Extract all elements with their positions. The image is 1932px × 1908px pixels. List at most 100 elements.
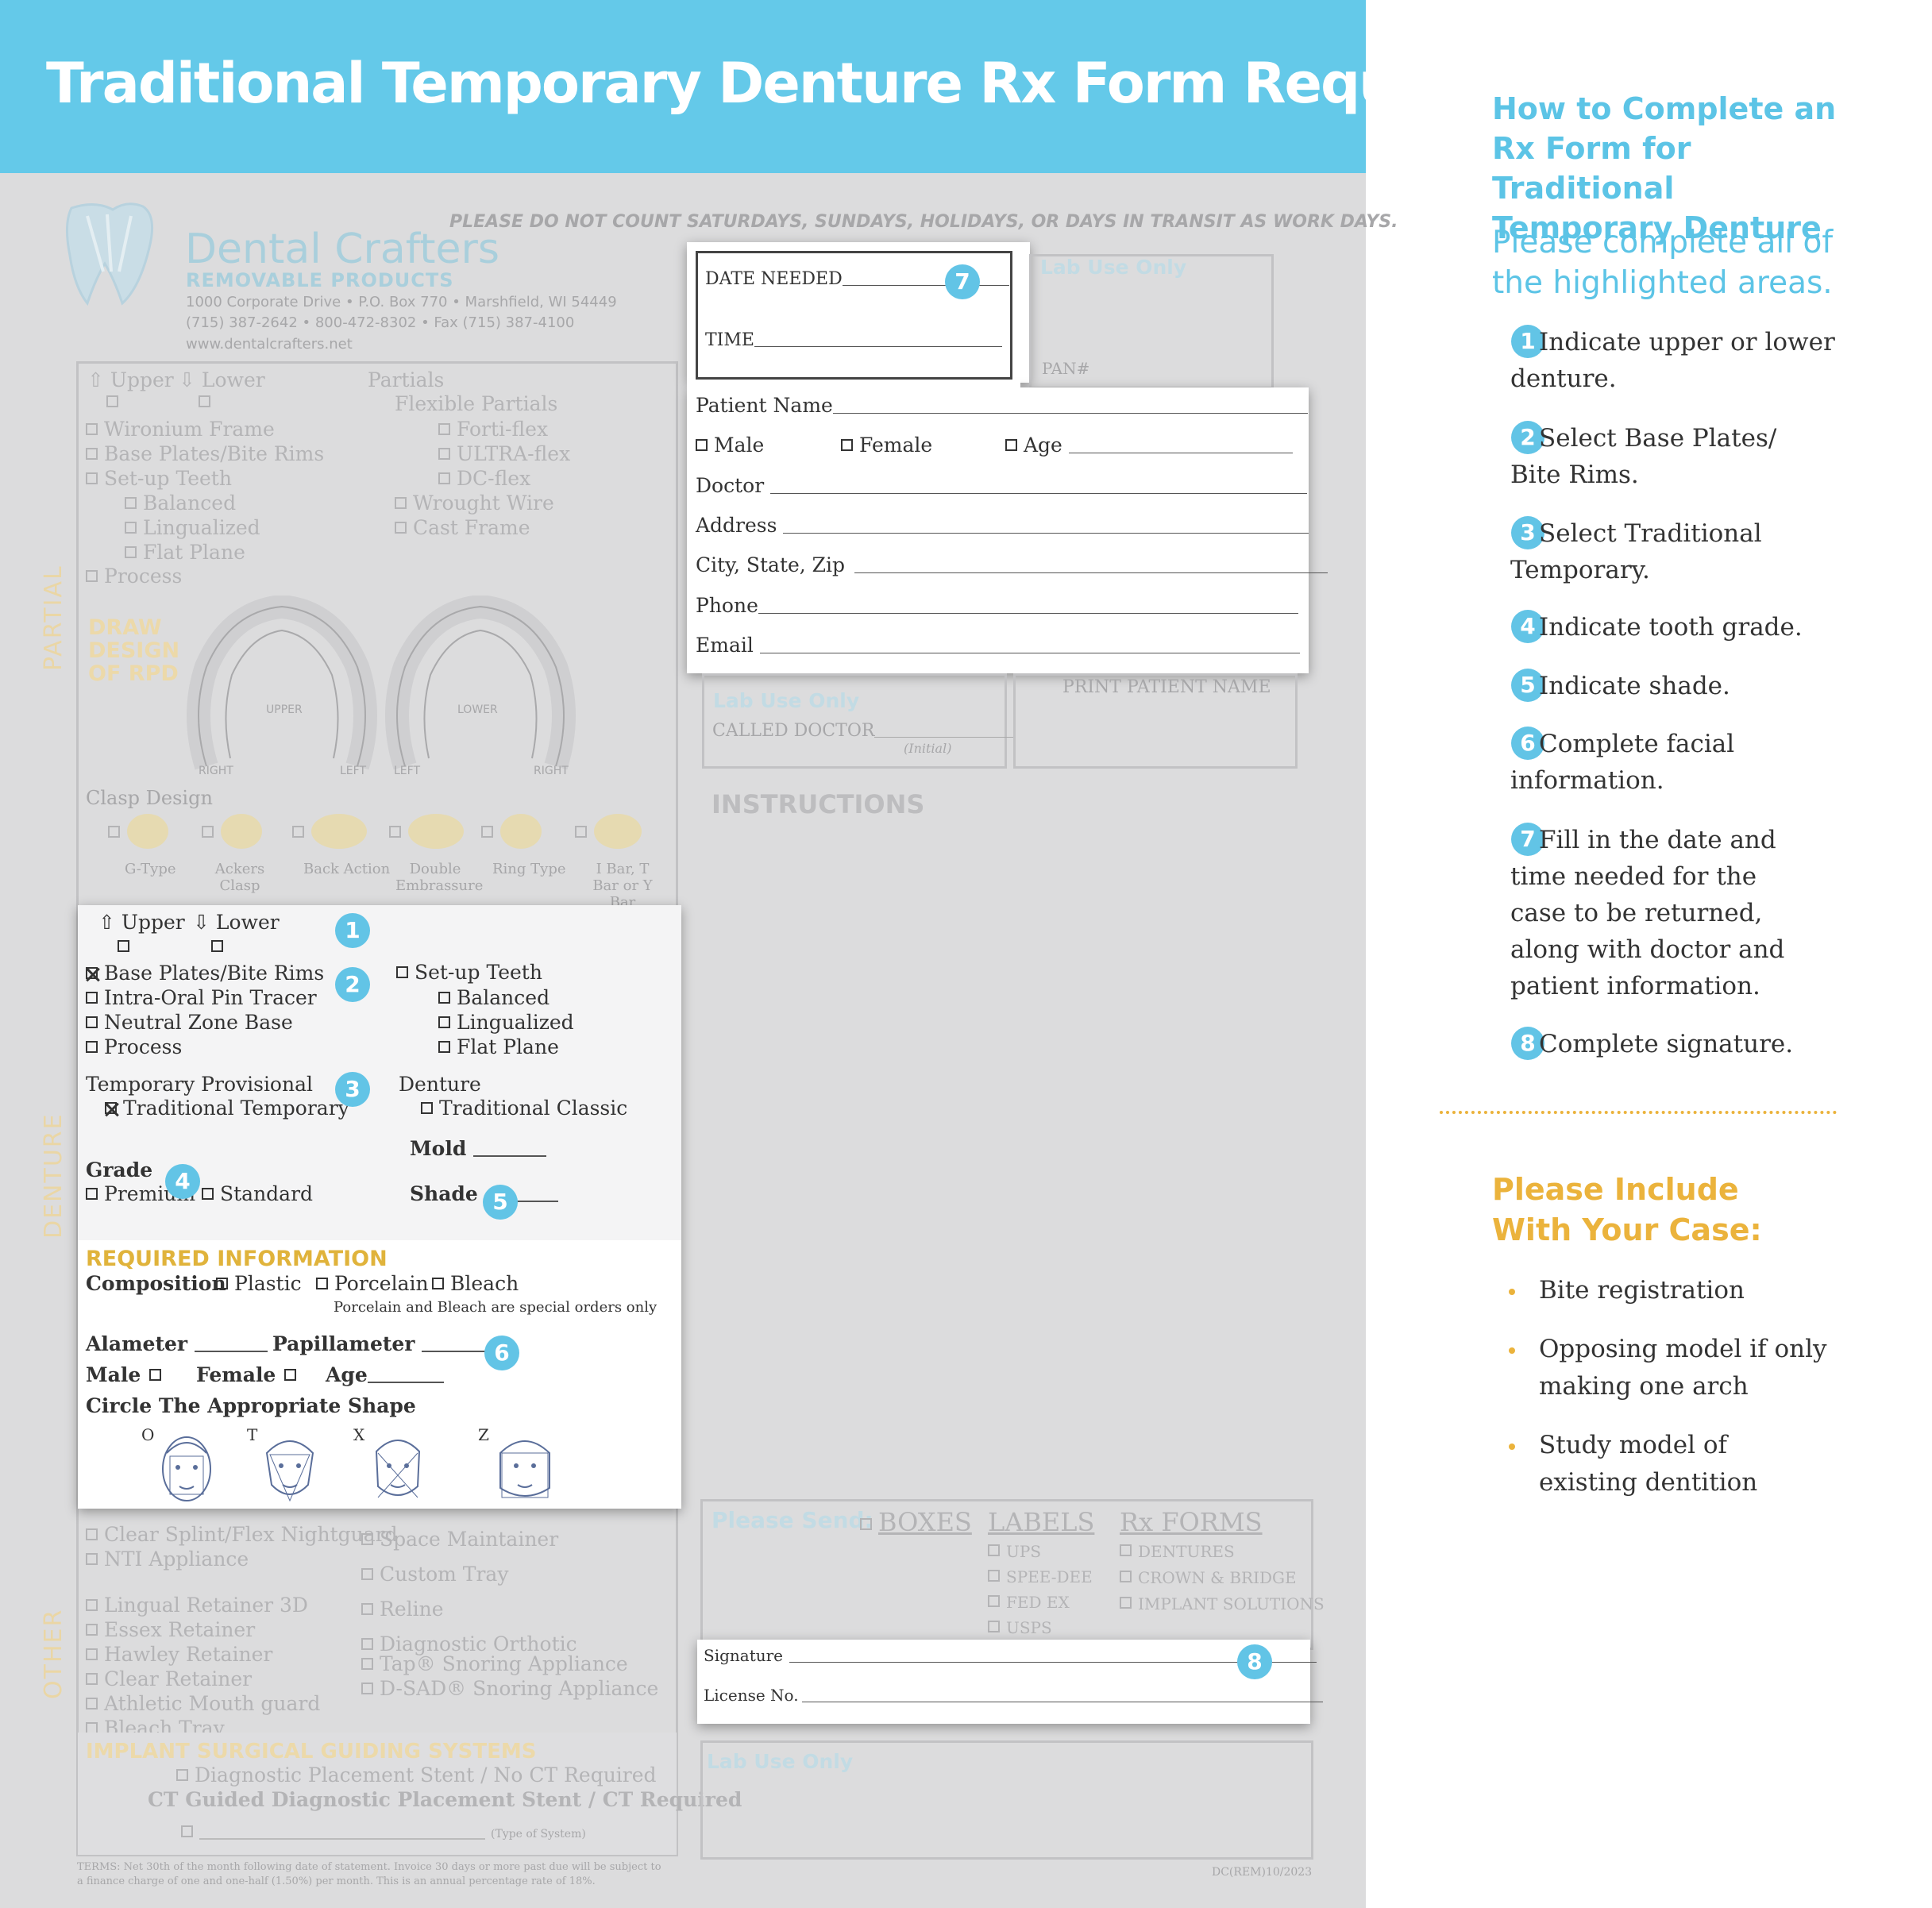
- list-item[interactable]: Tap® Snoring Appliance: [361, 1652, 658, 1676]
- list-item[interactable]: Base Plates/Bite Rims: [86, 441, 324, 466]
- denture-upper-checkbox[interactable]: [118, 940, 129, 952]
- list-item[interactable]: Wironium Frame: [86, 417, 324, 441]
- lab-use-label: Lab Use Only: [1040, 256, 1187, 279]
- list-item[interactable]: Clear Retainer: [86, 1667, 398, 1691]
- partial-process-option[interactable]: Process: [86, 565, 182, 588]
- signature-field[interactable]: Signature: [704, 1646, 1317, 1665]
- porcelain-option[interactable]: Porcelain: [316, 1272, 429, 1295]
- denture-lower-checkbox[interactable]: [211, 940, 223, 952]
- patient-female-option[interactable]: Female: [841, 434, 932, 457]
- list-item[interactable]: Intra-Oral Pin Tracer: [86, 985, 324, 1010]
- mold-field[interactable]: Mold: [410, 1137, 547, 1160]
- patient-name-field[interactable]: Patient Name: [696, 394, 1308, 417]
- patient-male-option[interactable]: Male: [696, 434, 764, 457]
- female-option[interactable]: Female: [196, 1363, 303, 1386]
- list-item[interactable]: Flat Plane: [438, 1035, 574, 1059]
- other-col1-list: Clear Splint/Flex Nightguard NTI Applian…: [86, 1522, 398, 1740]
- list-item[interactable]: DENTURES: [1120, 1539, 1325, 1565]
- alameter-field[interactable]: Alameter: [86, 1332, 268, 1355]
- clasp-checkbox[interactable]: [389, 826, 407, 842]
- step-badge-6: 6: [484, 1336, 519, 1370]
- list-item[interactable]: UPS: [988, 1539, 1093, 1564]
- clasp-label: Double Embrassure: [395, 861, 484, 894]
- partial-lower-label: ⇩ Lower: [179, 368, 265, 391]
- age-field[interactable]: Age: [326, 1363, 444, 1386]
- step-number-badge: 3: [1511, 516, 1544, 549]
- list-item[interactable]: Space Maintainer: [361, 1522, 577, 1557]
- doctor-field[interactable]: Doctor: [696, 474, 1308, 497]
- list-item[interactable]: Balanced: [438, 985, 574, 1010]
- list-item[interactable]: Forti-flex: [438, 417, 570, 441]
- list-item[interactable]: Cast Frame: [395, 515, 554, 540]
- face-square-tapering-icon[interactable]: [367, 1429, 429, 1505]
- list-item[interactable]: Essex Retainer: [86, 1617, 398, 1642]
- step-number-badge: 8: [1511, 1027, 1544, 1060]
- clasp-checkbox[interactable]: [575, 826, 593, 842]
- list-item[interactable]: USPS: [988, 1615, 1093, 1640]
- called-doctor-field[interactable]: CALLED DOCTOR: [712, 721, 1015, 741]
- upper-arch-right: RIGHT: [199, 765, 233, 777]
- setup-teeth-option[interactable]: Set-up Teeth: [396, 961, 542, 984]
- list-item[interactable]: Athletic Mouth guard: [86, 1691, 398, 1716]
- license-field[interactable]: License No.: [704, 1686, 1323, 1705]
- list-item[interactable]: Process: [86, 1035, 324, 1059]
- male-option[interactable]: Male: [86, 1363, 168, 1386]
- patient-age-field[interactable]: Age: [1005, 434, 1293, 457]
- list-item[interactable]: Neutral Zone Base: [86, 1010, 324, 1035]
- list-item[interactable]: CROWN & BRIDGE: [1120, 1565, 1325, 1591]
- lab-use-label: Lab Use Only: [707, 1750, 854, 1773]
- list-item[interactable]: Reline: [361, 1592, 577, 1627]
- list-item[interactable]: Custom Tray: [361, 1557, 577, 1592]
- papillameter-field[interactable]: Papillameter: [272, 1332, 496, 1355]
- list-item[interactable]: FED EX: [988, 1590, 1093, 1615]
- list-item[interactable]: Diagnostic Orthotic: [361, 1627, 577, 1662]
- face-square-icon[interactable]: [494, 1429, 556, 1505]
- shade-field[interactable]: Shade: [410, 1182, 558, 1205]
- partial-lower-checkbox[interactable]: [199, 395, 210, 407]
- composition-note: Porcelain and Bleach are special orders …: [334, 1299, 657, 1316]
- bleach-option[interactable]: Bleach: [432, 1272, 519, 1295]
- face-tapering-icon[interactable]: [259, 1429, 321, 1505]
- list-item[interactable]: IMPLANT SOLUTIONS: [1120, 1591, 1325, 1617]
- list-item[interactable]: Balanced: [125, 491, 260, 515]
- clasp-checkbox[interactable]: [108, 826, 126, 842]
- list-item[interactable]: Lingualized: [125, 515, 260, 540]
- address-field[interactable]: Address: [696, 514, 1309, 537]
- step-badge-8: 8: [1237, 1644, 1272, 1679]
- list-item[interactable]: Wrought Wire: [395, 491, 554, 515]
- list-item[interactable]: Lingual Retainer 3D: [86, 1593, 398, 1617]
- list-item[interactable]: Clear Splint/Flex Nightguard: [86, 1522, 398, 1547]
- step-text: Select Traditional Temporary.: [1510, 519, 1762, 584]
- email-field[interactable]: Email: [696, 634, 1300, 657]
- base-plates-option[interactable]: Base Plates/Bite Rims: [86, 961, 324, 985]
- traditional-temporary-option[interactable]: Traditional Temporary: [105, 1097, 349, 1120]
- boxes-option[interactable]: BOXES: [860, 1507, 972, 1537]
- partial-upper-checkbox[interactable]: [106, 395, 118, 407]
- clasp-checkbox[interactable]: [292, 826, 310, 842]
- city-state-zip-field[interactable]: City, State, Zip: [696, 553, 1328, 576]
- denture-options-list: Base Plates/Bite Rims Intra-Oral Pin Tra…: [86, 961, 324, 1059]
- company-phones: (715) 387-2642 • 800-472-8302 • Fax (715…: [186, 314, 575, 331]
- initial-label: (Initial): [904, 741, 952, 756]
- list-item[interactable]: Hawley Retainer: [86, 1642, 398, 1667]
- phone-field[interactable]: Phone: [696, 594, 1298, 617]
- implant-option-1[interactable]: Diagnostic Placement Stent / No CT Requi…: [176, 1763, 657, 1787]
- list-item[interactable]: Flat Plane: [125, 540, 260, 565]
- list-item[interactable]: D-SAD® Snoring Appliance: [361, 1676, 658, 1701]
- clasp-checkbox[interactable]: [202, 826, 220, 842]
- face-oval-icon[interactable]: [156, 1429, 218, 1505]
- list-item[interactable]: DC-flex: [438, 466, 570, 491]
- list-item[interactable]: NTI Appliance: [86, 1547, 398, 1571]
- standard-option[interactable]: Standard: [202, 1182, 313, 1205]
- list-item[interactable]: Lingualized: [438, 1010, 574, 1035]
- include-heading: Please Include With Your Case:: [1492, 1172, 1762, 1247]
- list-item[interactable]: SPEE-DEE: [988, 1564, 1093, 1590]
- date-needed-field[interactable]: DATE NEEDED: [705, 269, 1009, 289]
- plastic-option[interactable]: Plastic: [216, 1272, 302, 1295]
- time-field[interactable]: TIME: [705, 330, 1002, 350]
- list-item[interactable]: ULTRA-flex: [438, 441, 570, 466]
- clasp-checkbox[interactable]: [481, 826, 499, 842]
- list-item[interactable]: Set-up Teeth: [86, 466, 324, 491]
- traditional-classic-option[interactable]: Traditional Classic: [421, 1097, 627, 1120]
- implant-checkbox[interactable]: [181, 1824, 485, 1841]
